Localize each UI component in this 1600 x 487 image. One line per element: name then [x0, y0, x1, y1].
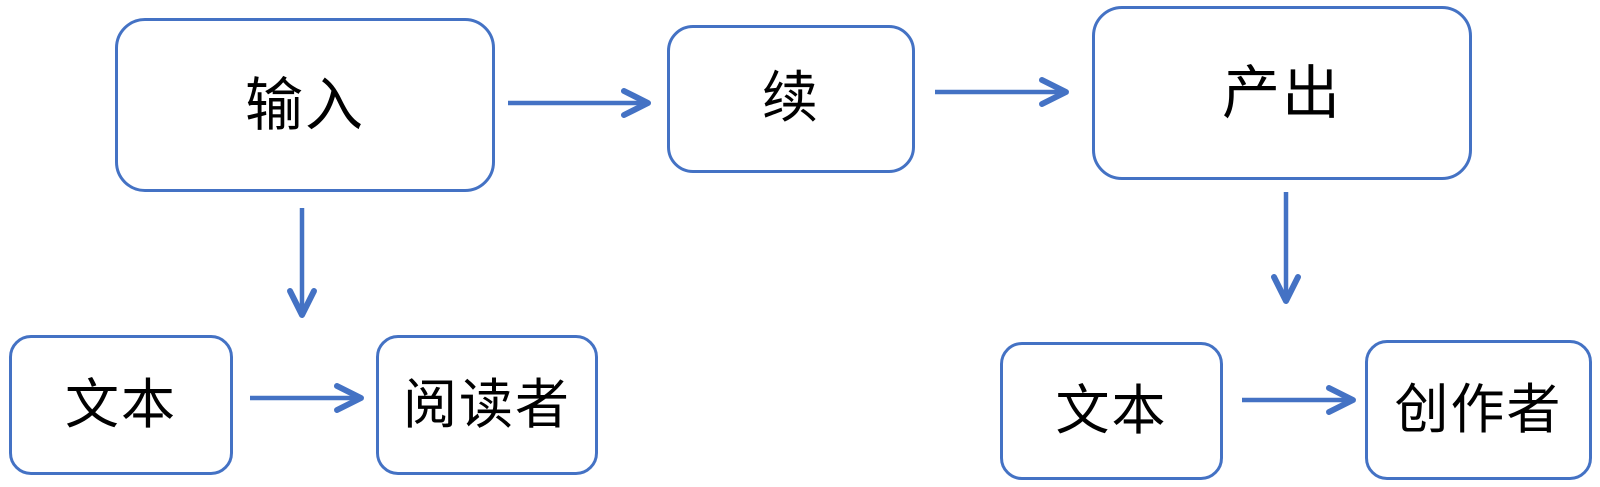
node-continue-label: 续	[762, 66, 820, 131]
node-reader-label: 阅读者	[403, 373, 571, 436]
node-text-source-label: 文本	[65, 373, 177, 436]
node-output-box: 产出	[1092, 6, 1472, 180]
node-input-label: 输入	[244, 71, 365, 139]
node-creator-label: 创作者	[1394, 378, 1563, 441]
node-creator-box: 创作者	[1365, 340, 1592, 480]
node-continue-box: 续	[667, 25, 915, 173]
node-input-box: 输入	[115, 18, 495, 192]
node-output-label: 产出	[1221, 59, 1342, 127]
node-reader-box: 阅读者	[376, 335, 598, 475]
node-text-product-label: 文本	[1055, 379, 1168, 442]
node-text-product-box: 文本	[1000, 342, 1223, 480]
node-text-source-box: 文本	[9, 335, 233, 475]
